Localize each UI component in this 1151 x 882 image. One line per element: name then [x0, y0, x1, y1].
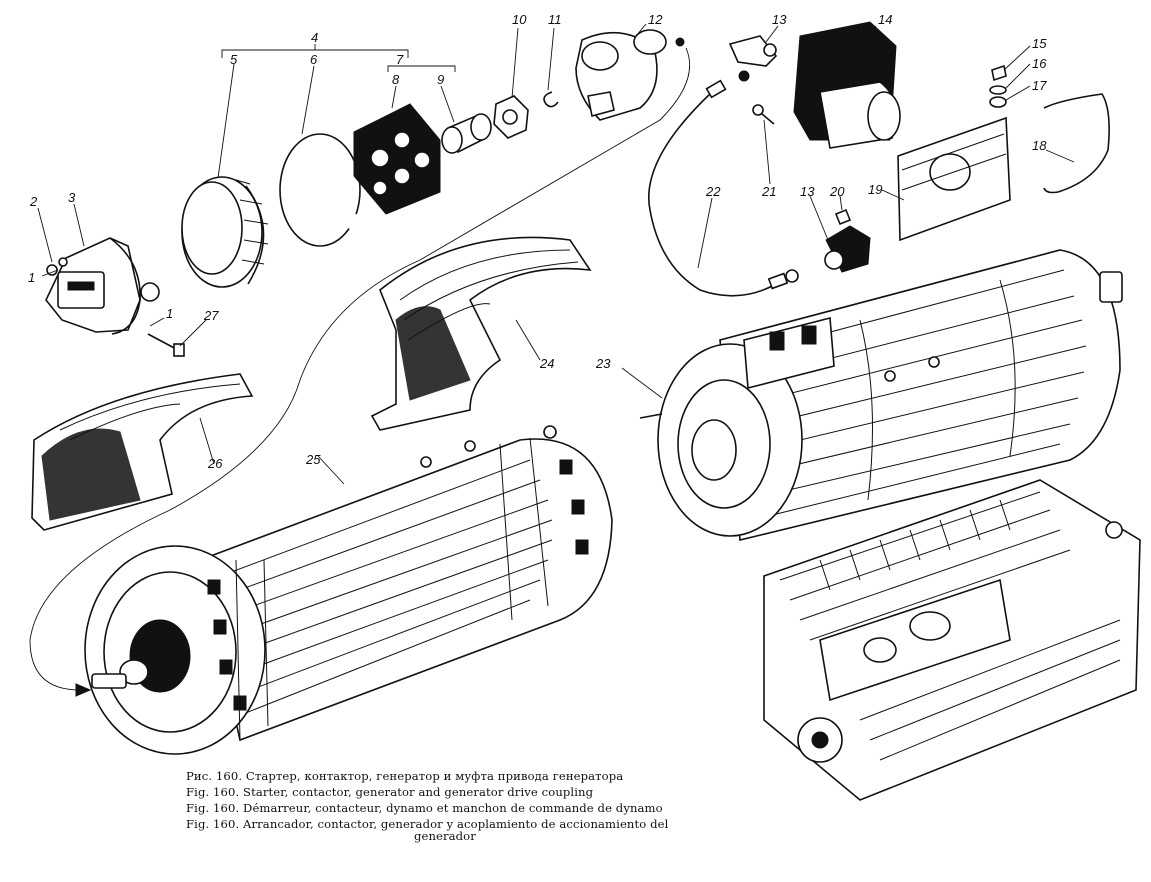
cover-shell-26 — [31, 373, 254, 531]
caption-french: Fig. 160. Démarreur, contacteur, dynamo … — [186, 801, 663, 815]
bolt-21 — [752, 104, 775, 125]
label-18: 18 — [1032, 138, 1047, 153]
label-13-top: 13 — [772, 12, 787, 27]
label-7: 7 — [396, 52, 404, 67]
label-16: 16 — [1032, 56, 1047, 71]
label-9: 9 — [437, 72, 444, 87]
label-12: 12 — [648, 12, 663, 27]
label-1: 1 — [28, 270, 35, 285]
starter-cable — [648, 79, 799, 297]
group-4-bracket — [221, 44, 456, 72]
label-24: 24 — [539, 356, 554, 371]
label-22: 22 — [705, 184, 721, 199]
label-23: 23 — [595, 356, 611, 371]
label-1-second: 1 — [166, 306, 173, 321]
caption-english: Fig. 160. Starter, contactor, generator … — [186, 785, 594, 799]
figure-captions: Рис. 160. Стартер, контактор, генератор … — [186, 768, 746, 844]
label-20: 20 — [829, 184, 845, 199]
label-26: 26 — [207, 456, 223, 471]
terminal-cap-lower — [824, 208, 871, 273]
label-13-lower: 13 — [800, 184, 815, 199]
coupling-bushing — [441, 113, 492, 154]
lock-clip — [543, 91, 559, 108]
starter-23 — [639, 249, 1123, 541]
caption-russian: Рис. 160. Стартер, контактор, генератор … — [186, 769, 624, 783]
label-6: 6 — [310, 52, 318, 67]
label-27: 27 — [203, 308, 219, 323]
label-3: 3 — [68, 190, 76, 205]
drive-flange — [575, 29, 685, 121]
terminal-cap-top — [728, 35, 778, 82]
split-ring — [279, 133, 361, 247]
label-10: 10 — [512, 12, 527, 27]
caption-spanish-line2: generador — [414, 829, 476, 843]
label-4: 4 — [311, 30, 318, 45]
label-17: 17 — [1032, 78, 1047, 93]
label-8: 8 — [392, 72, 400, 87]
label-15: 15 — [1032, 36, 1047, 51]
caption-spanish-line1: Fig. 160. Arrancador, contactor, generad… — [186, 817, 669, 831]
label-11: 11 — [548, 12, 562, 27]
drive-nut — [493, 95, 529, 139]
label-2: 2 — [29, 194, 38, 209]
label-25: 25 — [305, 452, 321, 467]
starter-end-cover — [45, 237, 185, 357]
coupling-ring — [181, 176, 269, 288]
generator-25 — [84, 425, 613, 755]
label-19: 19 — [868, 182, 882, 197]
contactor — [793, 21, 901, 149]
routing-arrow-line — [29, 47, 690, 691]
label-21: 21 — [761, 184, 776, 199]
cover-shell-24 — [370, 236, 592, 431]
small-fasteners — [989, 64, 1007, 108]
routing-arrowhead — [75, 683, 92, 697]
leader-lines — [37, 23, 1075, 485]
label-5: 5 — [230, 52, 238, 67]
part-number-labels: 2 3 1 1 27 4 5 6 7 8 9 10 11 12 13 14 15… — [28, 12, 1047, 471]
label-14: 14 — [878, 12, 892, 27]
rubber-coupling — [353, 103, 441, 215]
engine-block — [763, 479, 1141, 801]
contactor-mounting-plate — [897, 116, 1011, 242]
wire-spring — [1043, 93, 1110, 194]
